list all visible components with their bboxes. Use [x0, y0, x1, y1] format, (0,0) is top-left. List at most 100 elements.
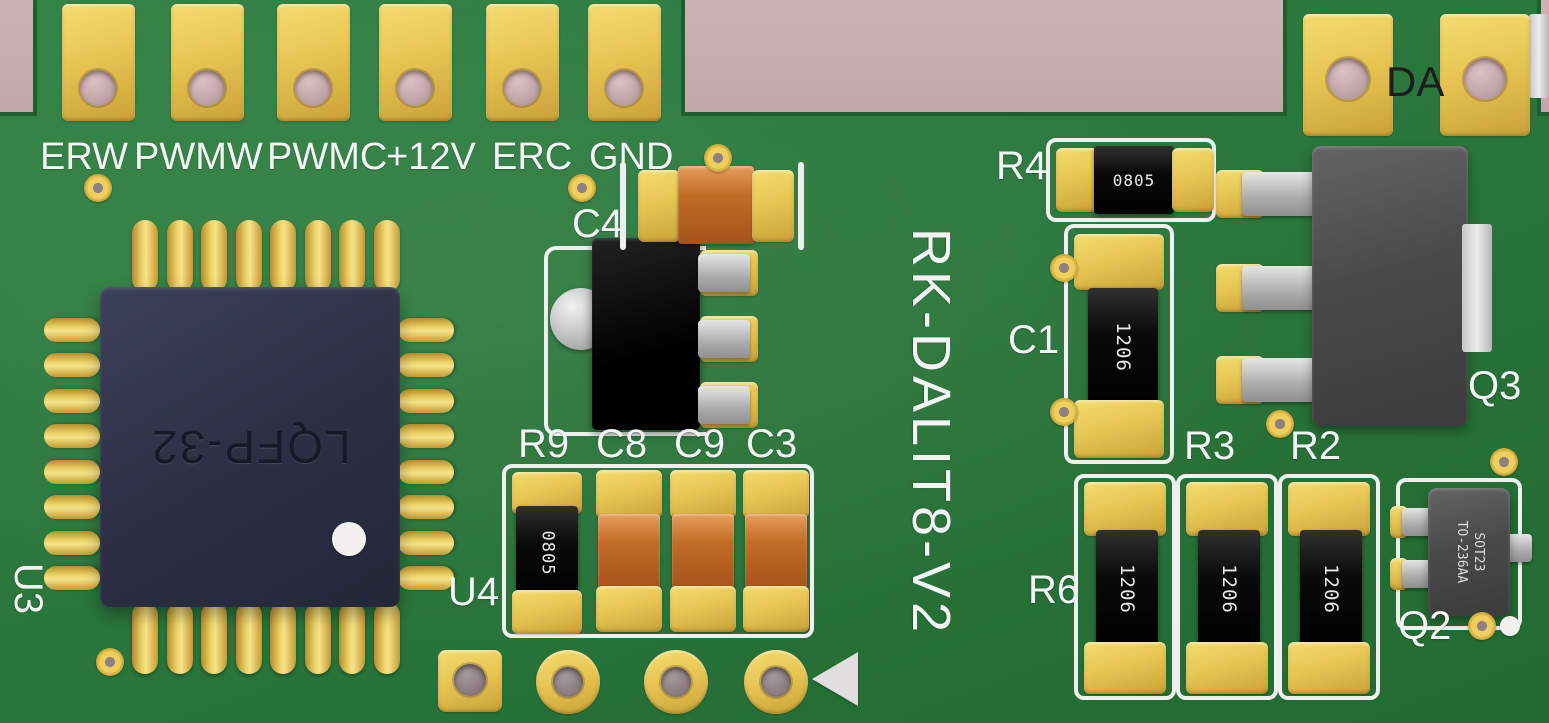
- ic-pin: [339, 220, 366, 292]
- via: [1468, 612, 1496, 640]
- via: [1266, 410, 1294, 438]
- ic-pin: [44, 388, 100, 413]
- c1-pad: [1074, 400, 1164, 458]
- ic-pin: [44, 353, 100, 378]
- ic-pin: [270, 220, 297, 292]
- c8-pad: [596, 586, 662, 632]
- ic-pin: [398, 530, 454, 555]
- connector-hole-erc: [504, 70, 540, 106]
- r3-resistor-body: 1206: [1198, 530, 1260, 648]
- q2-refdes-label: Q2: [1398, 604, 1452, 648]
- u4-lead: [698, 386, 750, 424]
- via: [96, 648, 124, 676]
- r9-package-marking: 0805: [536, 530, 557, 576]
- ic-pin: [132, 602, 158, 674]
- q2-package-marking: SOT23 TO-236AA: [1452, 521, 1486, 584]
- r4-refdes-label: R4: [996, 144, 1048, 188]
- c3-pad: [743, 470, 809, 518]
- edge-component: [1529, 14, 1549, 98]
- via: [568, 174, 596, 202]
- ic-pin: [44, 424, 100, 449]
- r9-refdes-label: R9: [518, 422, 570, 466]
- ic-pin: [235, 220, 262, 292]
- c4-silkscreen-line: [798, 162, 804, 250]
- u3-refdes-label: U3: [6, 562, 51, 615]
- test-pad-hole: [661, 667, 691, 697]
- c1-silkscreen-outline: [1064, 224, 1174, 464]
- r9-resistor-body: 0805: [516, 506, 578, 600]
- via: [84, 174, 112, 202]
- u3-pin1-marker: [332, 522, 366, 556]
- q3-lead: [1242, 266, 1316, 310]
- c8-capacitor-body: [598, 514, 660, 590]
- r2-pad: [1288, 482, 1370, 536]
- connector-label-pwmw: PWMW: [134, 136, 263, 178]
- via: [1050, 254, 1078, 282]
- c9-refdes-label: C9: [674, 422, 726, 466]
- ic-pin: [44, 495, 100, 520]
- q3-lead: [1242, 172, 1316, 216]
- ic-pin: [398, 388, 454, 413]
- c4-capacitor-body: [678, 166, 754, 244]
- r2-package-marking: 1206: [1319, 564, 1342, 614]
- c9-pad: [670, 586, 736, 632]
- via: [704, 144, 732, 172]
- u4-ic-body: [592, 238, 700, 430]
- r3-package-marking: 1206: [1217, 564, 1240, 614]
- r3-pad: [1186, 642, 1268, 694]
- ic-pin: [373, 220, 400, 292]
- ic-pin: [201, 602, 228, 674]
- r4-pad: [1056, 148, 1098, 212]
- r4-silkscreen-outline: [1046, 138, 1216, 222]
- ic-pin: [398, 565, 454, 590]
- r4-resistor-body: 0805: [1094, 146, 1174, 214]
- ic-pin: [398, 353, 454, 378]
- ic-pin: [166, 220, 193, 292]
- u3-pins-left: [44, 318, 102, 590]
- ic-pin: [44, 530, 100, 555]
- c1-package-marking: 1206: [1111, 322, 1134, 372]
- connector-label-pwmc: PWMC: [267, 136, 388, 178]
- connector-hole-da-1: [1327, 58, 1369, 100]
- ic-pin: [339, 602, 366, 674]
- ic-pin: [398, 318, 454, 342]
- c4-pad: [752, 170, 794, 242]
- u4-refdes-label: U4: [448, 570, 500, 614]
- q3-tab: [1462, 224, 1492, 352]
- ic-pin: [398, 495, 454, 520]
- ic-pin: [166, 602, 193, 674]
- r3-silkscreen-outline: [1176, 474, 1278, 700]
- board-title: RK-DALIT8-V2: [901, 227, 961, 637]
- ic-pin: [304, 602, 331, 674]
- via: [1490, 448, 1518, 476]
- q3-lead: [1242, 358, 1316, 402]
- connector-hole-da-2: [1464, 58, 1506, 100]
- connector-hole-pwmc: [295, 70, 331, 106]
- c8-pad: [596, 470, 662, 518]
- c3-refdes-label: C3: [746, 422, 798, 466]
- q3-transistor-body: [1312, 146, 1468, 426]
- q2-lead: [1402, 560, 1432, 588]
- board-notch-top-left: [0, 0, 37, 116]
- r6-pad: [1084, 482, 1166, 536]
- r2-silkscreen-outline: [1278, 474, 1380, 700]
- c1-refdes-label: C1: [1008, 318, 1060, 362]
- c4-silkscreen-line: [620, 162, 626, 250]
- r2-pad: [1288, 642, 1370, 694]
- c3-pad: [743, 586, 809, 632]
- test-pad-hole: [454, 664, 486, 696]
- c8-refdes-label: C8: [596, 422, 648, 466]
- via: [1050, 398, 1078, 426]
- connector-label-12v: +12V: [386, 136, 476, 178]
- ic-pin: [270, 602, 297, 674]
- q2-lead: [1402, 508, 1432, 536]
- silkscreen-dot: [1500, 616, 1520, 636]
- ic-pin: [132, 220, 158, 292]
- u4-lead: [698, 320, 750, 358]
- ic-pin: [44, 565, 100, 590]
- connector-hole-erw: [80, 70, 116, 106]
- r9-pad: [512, 590, 582, 634]
- r2-refdes-label: R2: [1290, 424, 1342, 468]
- c4-pad: [638, 170, 680, 242]
